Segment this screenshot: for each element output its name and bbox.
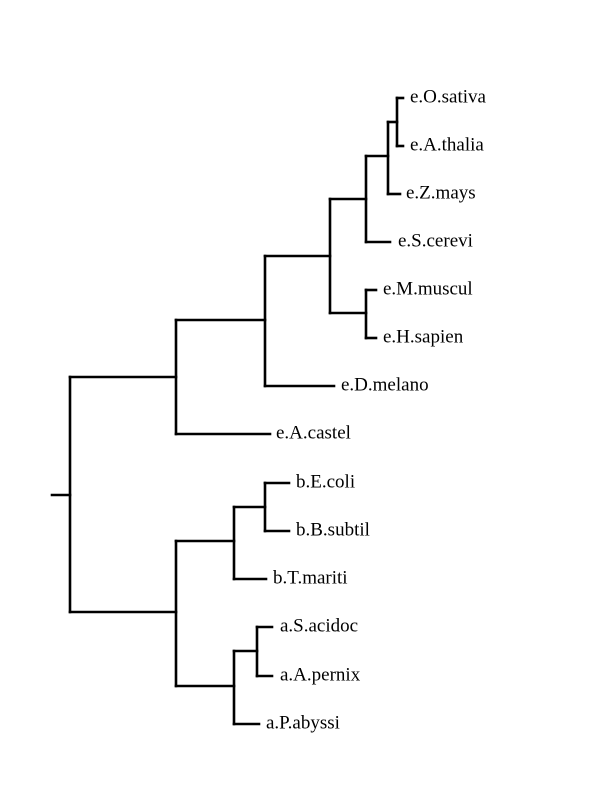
leaf-label-acastel: e.A.castel <box>276 422 351 443</box>
leaf-label-bsubtil: b.B.subtil <box>296 519 370 540</box>
leaf-label-apernix: a.A.pernix <box>280 664 361 685</box>
leaf-label-mmuscul: e.M.muscul <box>383 278 473 299</box>
leaf-label-zmays: e.Z.mays <box>406 182 476 203</box>
leaf-label-tmariti: b.T.mariti <box>273 567 348 588</box>
leaf-label-pabyssi: a.P.abyssi <box>266 712 340 733</box>
leaf-label-osativa: e.O.sativa <box>410 86 487 107</box>
leaf-label-athalia: e.A.thalia <box>410 134 484 155</box>
leaf-label-ecoli: b.E.coli <box>296 471 355 492</box>
leaf-label-hsapien: e.H.sapien <box>383 326 464 347</box>
leaf-label-sacidoc: a.S.acidoc <box>280 615 358 636</box>
leaf-label-scerevi: e.S.cerevi <box>398 230 473 251</box>
tree-branches <box>50 96 405 726</box>
leaf-label-dmelano: e.D.melano <box>341 374 429 395</box>
